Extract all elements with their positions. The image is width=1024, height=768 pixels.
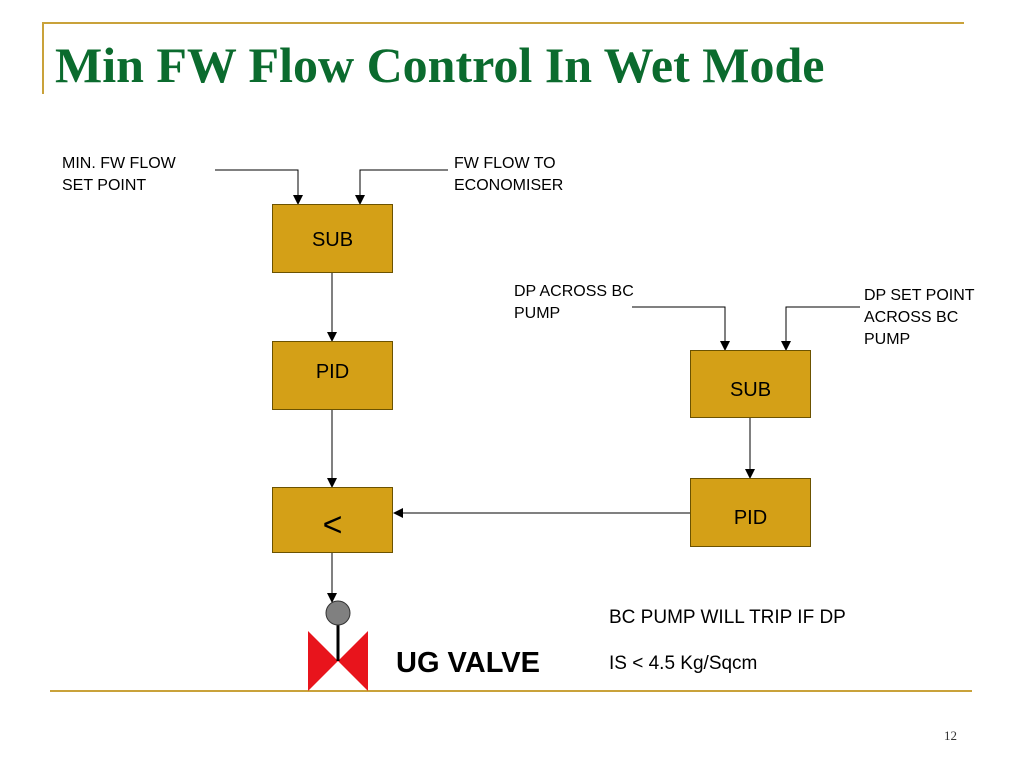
slide-title: Min FW Flow Control In Wet Mode <box>55 37 825 93</box>
pid-block-dp: PID <box>690 478 811 547</box>
min-select-symbol: < <box>322 506 343 544</box>
trip-note-line-1: BC PUMP WILL TRIP IF DP <box>609 607 846 628</box>
valve-actuator <box>325 600 351 626</box>
sub-block-dp: SUB <box>690 350 811 418</box>
frame-left-rule <box>42 22 44 94</box>
min-fw-flow-sp-line <box>215 169 303 205</box>
sub-block-dp-label: SUB <box>729 379 772 401</box>
min-fw-flow-setpoint-label: MIN. FW FLOW SET POINT <box>62 155 176 194</box>
sub-block-flow: SUB <box>272 204 393 273</box>
frame-bottom-rule <box>50 690 972 692</box>
fw-flow-economiser-label: FW FLOW TO ECONOMISER <box>454 155 564 194</box>
ug-valve-symbol <box>308 600 368 691</box>
pid-block-flow: PID <box>272 341 393 410</box>
dp-setpoint-line <box>781 306 860 351</box>
pid-block-dp-label: PID <box>733 507 768 529</box>
trip-note-line-2: IS < 4.5 Kg/Sqcm <box>609 653 758 674</box>
valve-body-left <box>308 631 338 691</box>
page-number: 12 <box>944 728 957 743</box>
min-select-block: < <box>272 487 393 553</box>
dp-across-bc-pump-label: DP ACROSS BC PUMP <box>514 283 634 322</box>
ug-valve-label: UG VALVE <box>396 647 540 679</box>
fw-flow-eco-line <box>355 169 448 205</box>
valve-body-right <box>338 631 368 691</box>
dp-across-line <box>632 306 730 351</box>
pid-block-flow-label: PID <box>315 361 350 383</box>
dp-setpoint-across-bc-pump-label: DP SET POINT ACROSS BC PUMP <box>864 287 975 348</box>
frame-top-rule <box>42 22 964 24</box>
sub-block-flow-label: SUB <box>311 229 354 251</box>
